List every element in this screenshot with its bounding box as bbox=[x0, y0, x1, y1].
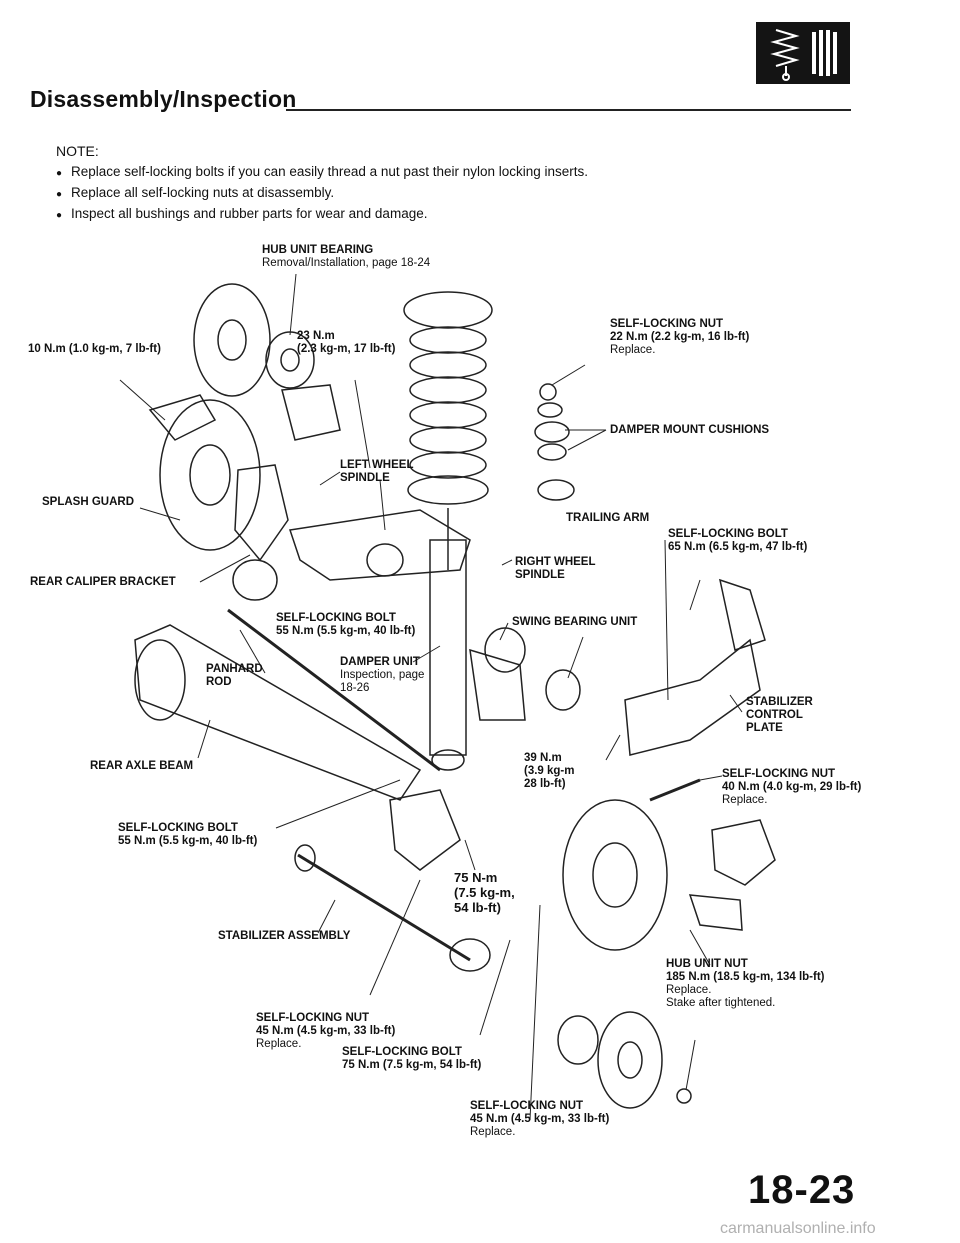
callout-damper-unit: DAMPER UNIT Inspection, page 18-26 bbox=[340, 656, 425, 694]
right-knuckle bbox=[389, 789, 461, 871]
callout-damper-mount-cushions: DAMPER MOUNT CUSHIONS bbox=[610, 424, 770, 436]
rear-axle-beam bbox=[134, 624, 422, 801]
callout-rear-caliper-bracket: REAR CALIPER BRACKET bbox=[30, 576, 176, 588]
callout-self-locking-nut-top: SELF-LOCKING NUT 22 N.m (2.2 kg-m, 16 lb… bbox=[610, 318, 750, 356]
callout-stabilizer-control-plate: STABILIZER CONTROL PLATE bbox=[746, 696, 813, 734]
callout-rear-axle-beam: REAR AXLE BEAM bbox=[90, 760, 194, 772]
callout-self-locking-bolt-55-bottom: SELF-LOCKING BOLT 55 N.m (5.5 kg-m, 40 l… bbox=[118, 822, 258, 847]
note-label: NOTE: bbox=[56, 143, 99, 159]
callout-splash-guard: SPLASH GUARD bbox=[42, 496, 135, 508]
notes-list: ●Replace self-locking bolts if you can e… bbox=[56, 162, 588, 225]
panhard-rod bbox=[227, 608, 441, 772]
right-trailing-arm bbox=[624, 638, 761, 756]
callout-torque-10: 10 N.m (1.0 kg-m, 7 lb-ft) bbox=[28, 343, 161, 355]
left-knuckle bbox=[234, 464, 289, 562]
note-item: ●Inspect all bushings and rubber parts f… bbox=[56, 204, 588, 225]
title-rule bbox=[286, 109, 851, 111]
right-caliper bbox=[711, 819, 776, 886]
callout-self-locking-bolt-55-top: SELF-LOCKING BOLT 55 N.m (5.5 kg-m, 40 l… bbox=[276, 612, 416, 637]
callout-self-locking-bolt-75: SELF-LOCKING BOLT 75 N.m (7.5 kg-m, 54 l… bbox=[342, 1046, 482, 1071]
callout-swing-bearing-unit: SWING BEARING UNIT bbox=[512, 616, 638, 628]
bullet-icon: ● bbox=[56, 210, 63, 221]
suspension-section-icon bbox=[756, 22, 850, 84]
stabilizer-bar bbox=[649, 778, 701, 802]
note-item: ●Replace all self-locking nuts at disass… bbox=[56, 183, 588, 204]
right-hub-bearing bbox=[557, 1015, 599, 1065]
callout-torque-75: 75 N-m (7.5 kg-m, 54 lb-ft) bbox=[454, 870, 515, 915]
left-brake-disc bbox=[193, 283, 271, 397]
bullet-icon: ● bbox=[56, 189, 63, 200]
callout-left-wheel-spindle: LEFT WHEEL SPINDLE bbox=[340, 459, 414, 484]
left-trailing-arm bbox=[289, 509, 471, 581]
page-number: 18-23 bbox=[748, 1168, 856, 1212]
callout-self-locking-bolt-65: SELF-LOCKING BOLT 65 N.m (6.5 kg-m, 47 l… bbox=[668, 528, 808, 553]
callout-torque-23: 23 N.m (2.3 kg-m, 17 lb-ft) bbox=[297, 330, 396, 355]
note-item: ●Replace self-locking bolts if you can e… bbox=[56, 162, 588, 183]
callout-right-wheel-spindle: RIGHT WHEEL SPINDLE bbox=[515, 556, 596, 581]
coil-spring bbox=[403, 291, 493, 505]
callout-stabilizer-assembly: STABILIZER ASSEMBLY bbox=[218, 930, 351, 942]
bullet-icon: ● bbox=[56, 168, 63, 179]
damper-body bbox=[429, 539, 467, 756]
right-splash-guard bbox=[562, 799, 668, 951]
callout-torque-39: 39 N.m (3.9 kg-m 28 lb-ft) bbox=[524, 752, 575, 790]
left-caliper bbox=[148, 394, 217, 441]
callout-self-locking-nut-45-bottom: SELF-LOCKING NUT 45 N.m (4.5 kg-m, 33 lb… bbox=[470, 1100, 610, 1138]
left-splash-guard bbox=[159, 399, 261, 551]
dust-boot bbox=[469, 648, 526, 721]
watermark: carmanualsonline.info bbox=[720, 1220, 876, 1237]
callout-hub-unit-bearing: HUB UNIT BEARING Removal/Installation, p… bbox=[262, 244, 431, 269]
callout-panhard-rod: PANHARD ROD bbox=[206, 663, 263, 688]
callout-hub-unit-nut: HUB UNIT NUT 185 N.m (18.5 kg-m, 134 lb-… bbox=[666, 958, 825, 1009]
callout-self-locking-nut-40: SELF-LOCKING NUT 40 N.m (4.0 kg-m, 29 lb… bbox=[722, 768, 862, 806]
callout-trailing-arm: TRAILING ARM bbox=[566, 512, 650, 524]
swing-bearing-unit bbox=[484, 627, 526, 673]
mount-cushion bbox=[539, 383, 557, 401]
page-title: Disassembly/Inspection bbox=[30, 86, 297, 112]
callout-self-locking-nut-45-left: SELF-LOCKING NUT 45 N.m (4.5 kg-m, 33 lb… bbox=[256, 1012, 396, 1050]
right-brake-disc bbox=[597, 1011, 663, 1109]
